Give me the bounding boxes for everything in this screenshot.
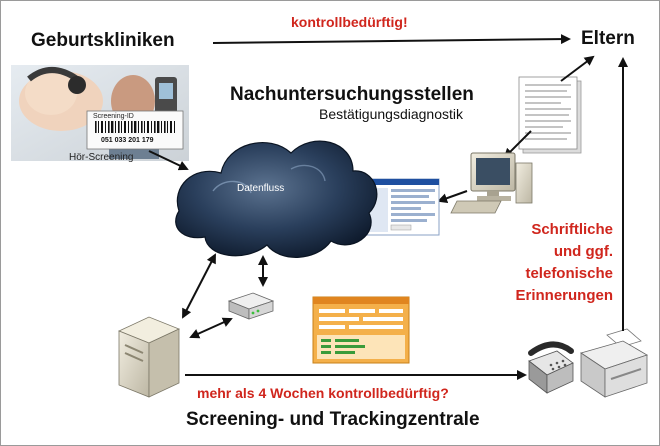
confirmation-diagnostics-label: Bestätigungsdiagnostik (319, 106, 463, 122)
server-icon (117, 316, 181, 398)
reminders-label: Schriftliche und ggf. telefonische Erinn… (515, 219, 613, 307)
data-flow-label: Datenfluss (237, 183, 285, 194)
hearing-screening-photo (11, 65, 189, 161)
control-needed-label: kontrollbedürftig! (291, 14, 408, 30)
parents-label: Eltern (581, 28, 635, 49)
arrow-clinics-to-parents (212, 34, 571, 45)
over-4-weeks-label: mehr als 4 Wochen kontrollbedürftig? (197, 385, 449, 401)
reminders-line-4: Erinnerungen (515, 287, 613, 304)
screening-center-label: Screening- und Trackingzentrale (186, 409, 480, 430)
screening-id-number: 051 033 201 179 (101, 137, 154, 144)
follow-up-centers-label: Nachuntersuchungsstellen (230, 84, 474, 105)
arrow-router-server (189, 317, 233, 339)
hearing-screening-caption: Hör-Screening (69, 152, 134, 163)
reminders-line-2: und ggf. (553, 243, 613, 260)
reminders-line-1: Schriftliche (531, 221, 613, 238)
arrow-cloud-server (182, 253, 216, 319)
arrow-pc-to-software (437, 190, 468, 204)
tracking-form-thumbnail (312, 296, 410, 364)
printer-icon (580, 328, 648, 398)
data-cloud (175, 140, 378, 258)
birth-clinics-label: Geburtskliniken (31, 30, 175, 51)
follow-up-computer-icon (450, 152, 533, 214)
screening-id-label: Screening-ID (93, 113, 134, 120)
telephone-icon (528, 341, 574, 394)
letter-document-icon (518, 76, 582, 154)
router-icon (227, 292, 275, 320)
reminders-line-3: telefonische (525, 265, 613, 282)
arrow-clinics-to-cloud (148, 150, 189, 171)
arrow-letter-to-parents (560, 55, 595, 82)
